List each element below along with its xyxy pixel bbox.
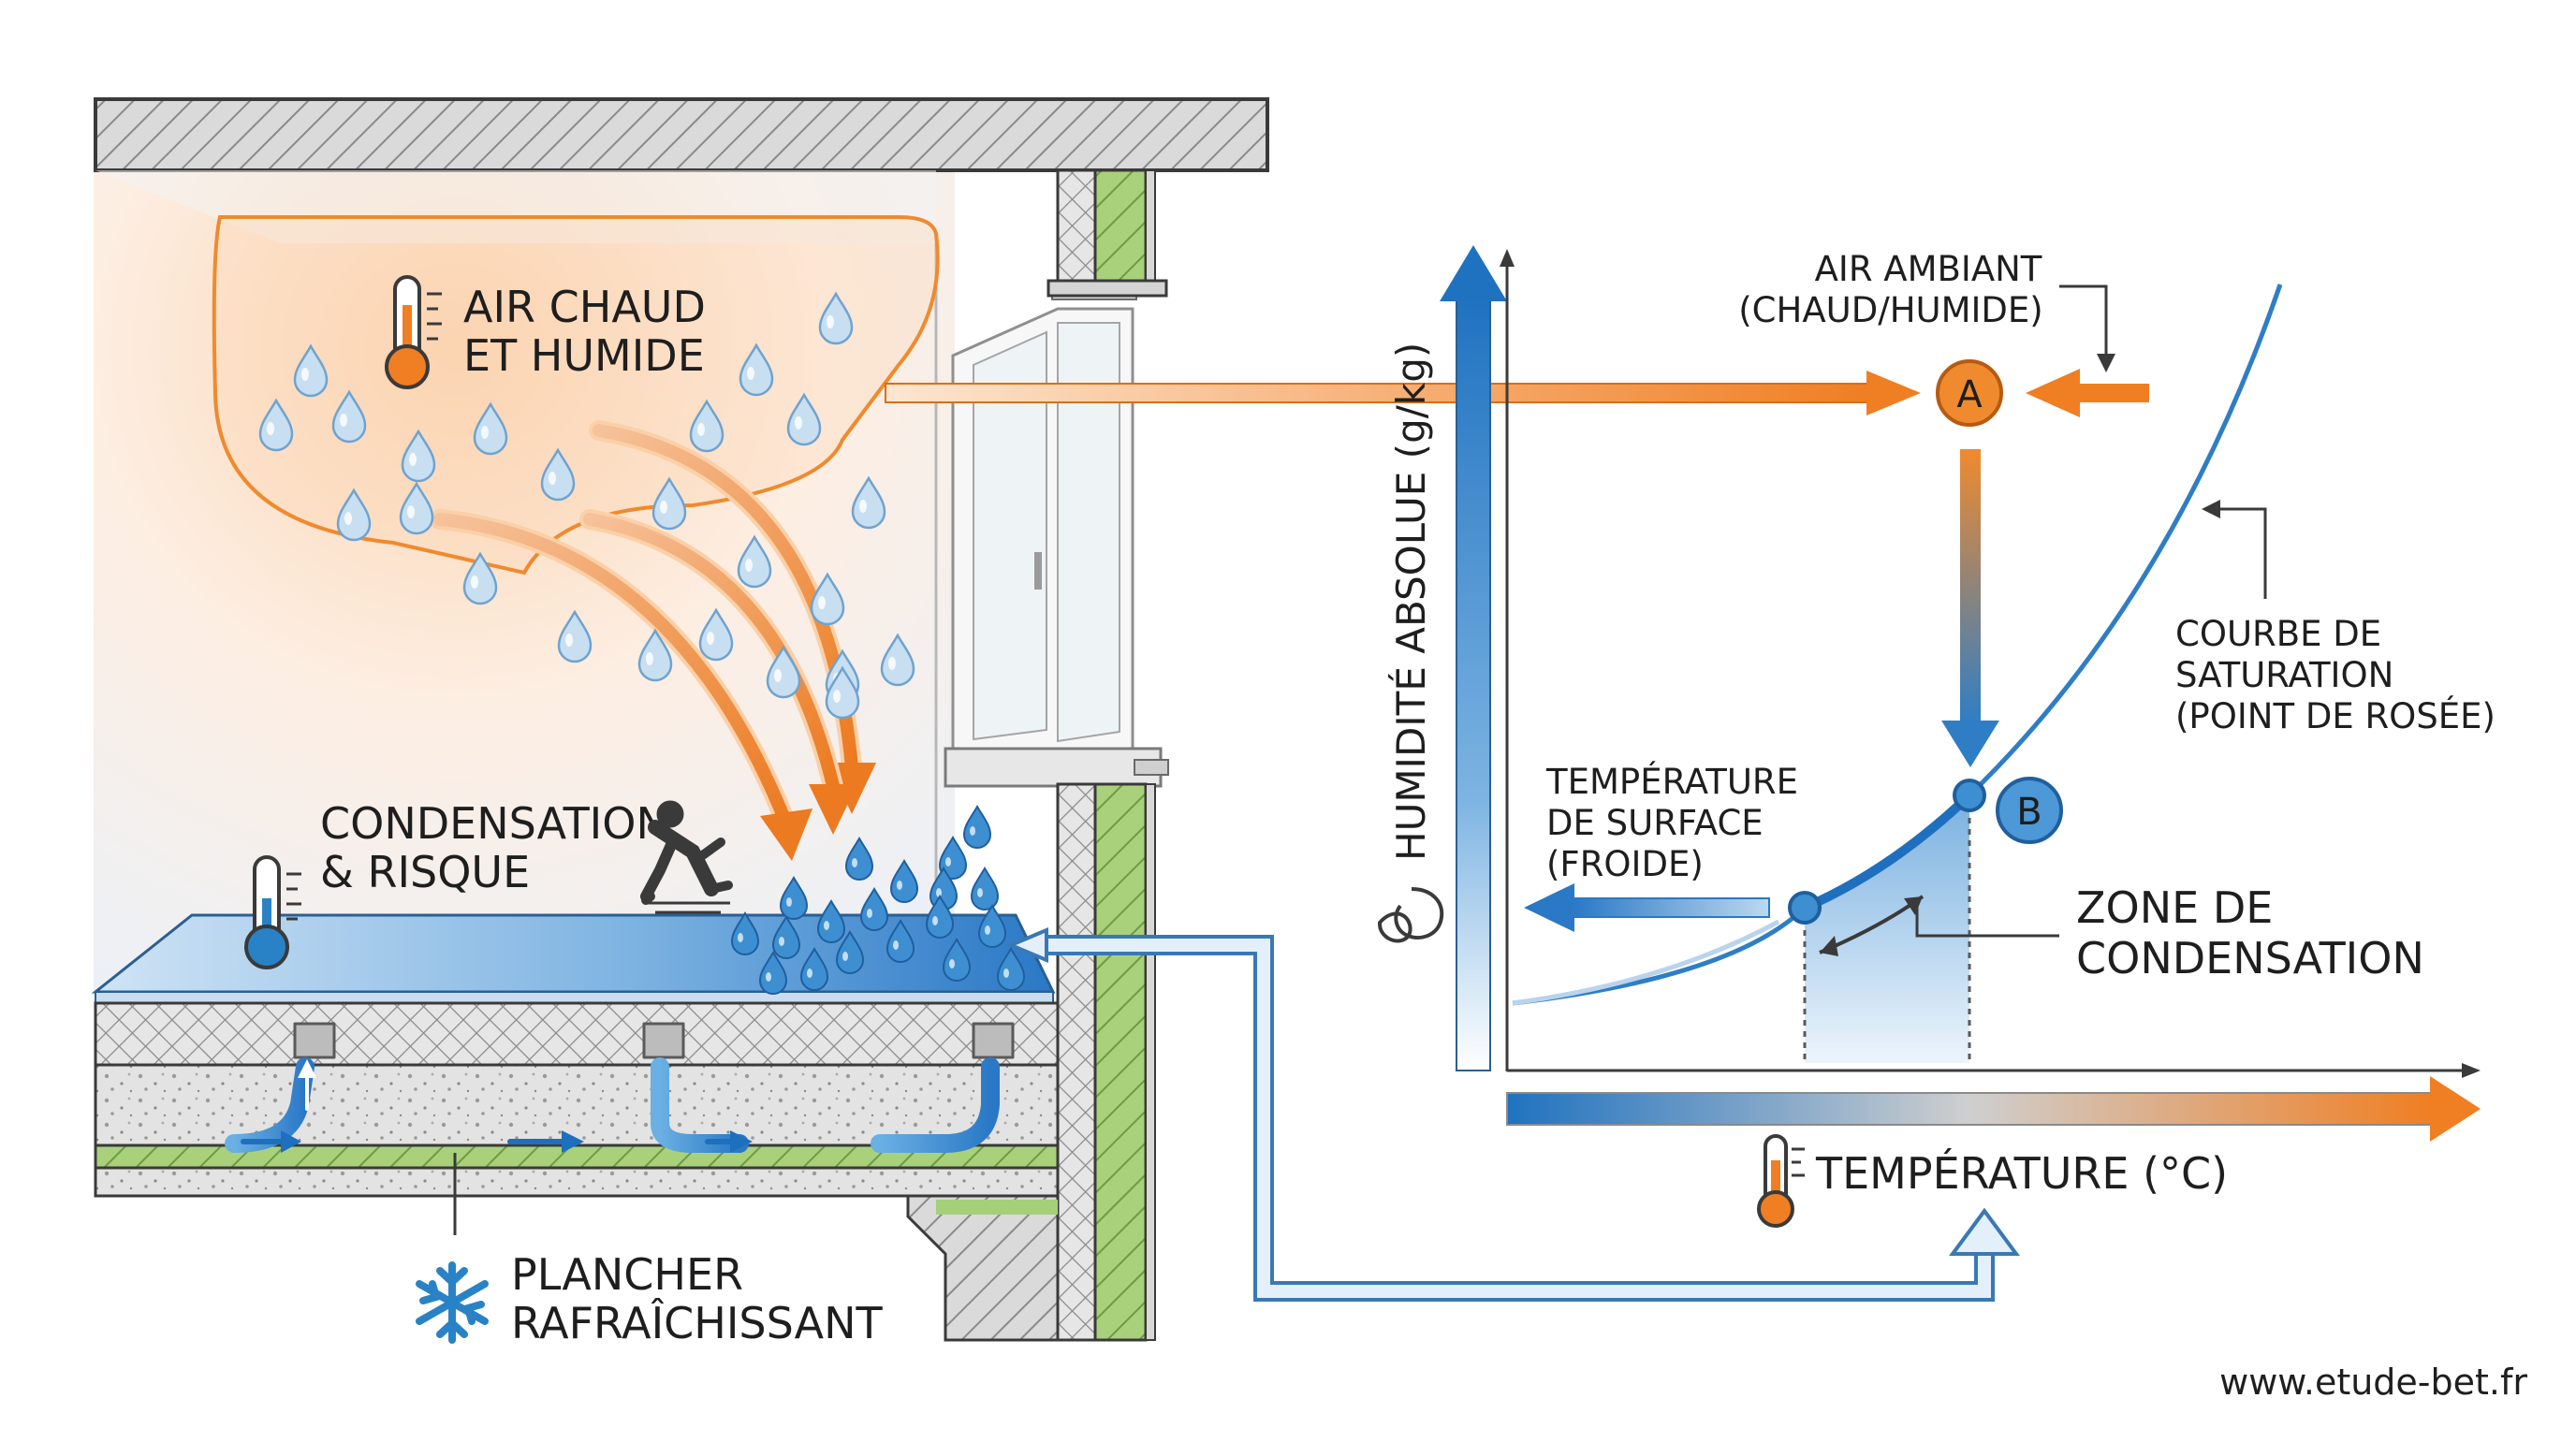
saturation-label-line-2: SATURATION <box>2175 655 2393 695</box>
saturation-label-line-1: COURBE DE <box>2175 614 2381 654</box>
psychrometric-graph: A B HUMIDITÉ ABSOLUE (g/kg) AIR AMBIANT … <box>1377 245 2496 1228</box>
room-section: AIR CHAUD ET HUMIDE CONDENSATION & RISQU… <box>91 97 2020 1348</box>
surface-temperature-arrow <box>1572 897 1770 918</box>
point-b <box>1996 777 2063 844</box>
thermometer-cold-icon <box>244 855 301 969</box>
zone-label-line-1: ZONE DE <box>2076 882 2273 933</box>
window <box>944 284 1169 788</box>
thermometer-icon <box>1757 1134 1805 1228</box>
ceiling-slab <box>94 97 1269 172</box>
surface-label-line-1: TEMPÉRATURE <box>1545 761 1798 802</box>
condensation-zone-fill <box>1805 795 1969 1063</box>
ambient-label-line-1: AIR AMBIANT <box>1815 249 2042 289</box>
exterior-wall <box>1046 168 1168 1342</box>
slipping-person-icon <box>640 800 733 914</box>
arrow-a-to-b <box>1960 449 1981 722</box>
warm-air-label-line-1: AIR CHAUD <box>463 282 706 332</box>
y-axis-bar <box>1456 297 1491 1071</box>
snowflake-icon <box>416 1261 489 1344</box>
y-axis-arrowhead <box>1440 245 1507 301</box>
warm-air-label-line-2: ET HUMIDE <box>463 330 705 381</box>
condensation-label-line-2: & RISQUE <box>320 847 530 897</box>
thermometer-hot-icon <box>385 275 442 389</box>
point-b-dot <box>1953 779 1986 812</box>
x-axis-label: TEMPÉRATURE (°C) <box>1815 1148 2228 1199</box>
x-axis-arrowhead <box>2430 1076 2481 1142</box>
website-url: www.etude-bet.fr <box>2219 1362 2527 1403</box>
zone-label-line-2: CONDENSATION <box>2076 933 2424 983</box>
surface-temperature-dot <box>1788 891 1822 925</box>
water-drop-icon <box>1377 887 1444 943</box>
ambient-label-line-2: (CHAUD/HUMIDE) <box>1738 290 2042 330</box>
return-line-to-temperature-axis <box>1005 926 2020 1302</box>
point-a <box>1936 359 2003 427</box>
point-b-label: B <box>2016 791 2042 834</box>
arrow-to-point-a <box>885 371 1921 415</box>
floor-label-line-1: PLANCHER <box>511 1249 743 1300</box>
saturation-label-line-3: (POINT DE ROSÉE) <box>2175 695 2496 736</box>
cooling-pipes <box>225 1022 1015 1153</box>
surface-label-line-3: (FROIDE) <box>1546 844 1704 884</box>
surface-label-line-2: DE SURFACE <box>1546 803 1764 843</box>
x-axis-bar <box>1506 1092 2435 1126</box>
condensation-label-line-1: CONDENSATION <box>320 798 668 849</box>
point-a-label: A <box>1956 373 1983 416</box>
y-axis-label: HUMIDITÉ ABSOLUE (g/kg) <box>1387 342 1434 861</box>
floor-label-line-2: RAFRAÎCHISSANT <box>511 1298 884 1348</box>
